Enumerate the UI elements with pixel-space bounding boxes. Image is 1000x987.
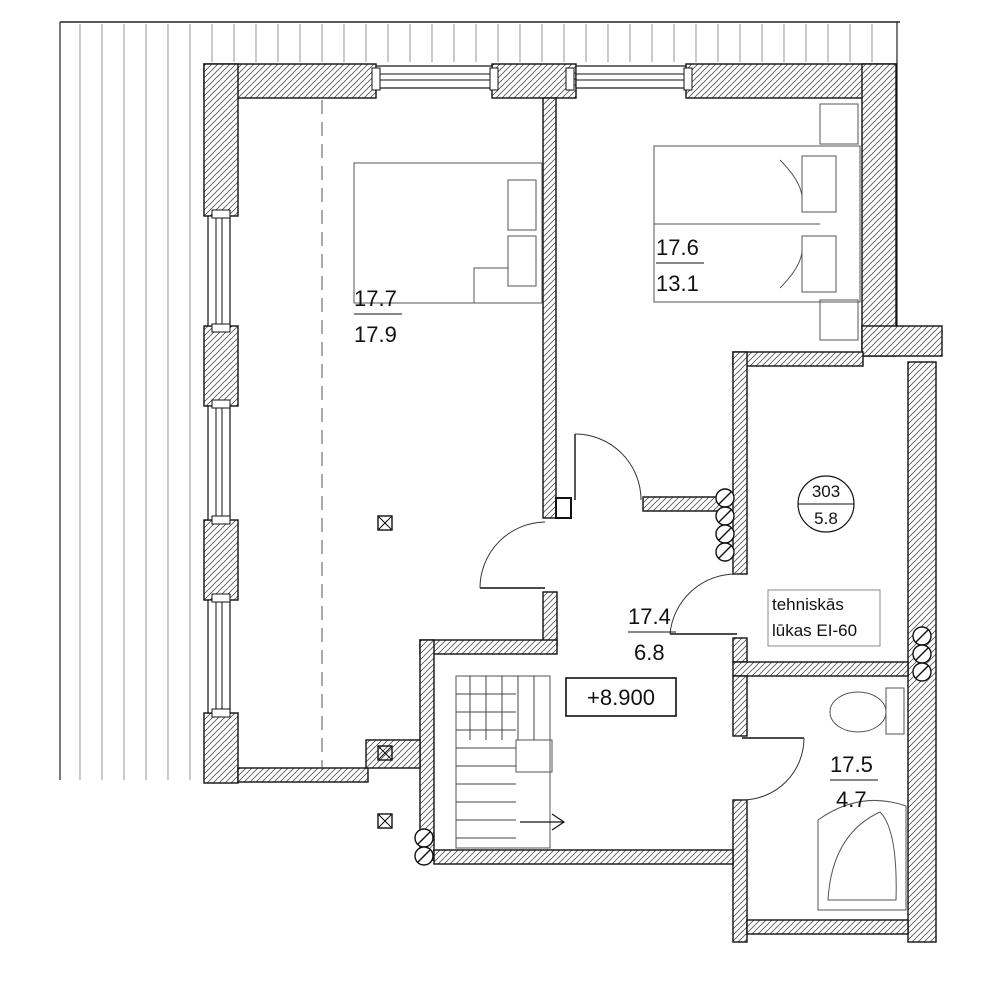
- svg-text:17.4: 17.4: [628, 604, 671, 629]
- bathtub: [817, 800, 907, 911]
- window: [207, 593, 231, 718]
- window: [565, 65, 693, 91]
- door: [741, 737, 805, 801]
- svg-text:17.9: 17.9: [354, 322, 397, 347]
- double-bed: [653, 103, 861, 341]
- svg-text:6.8: 6.8: [634, 640, 665, 665]
- ventilation-shaft-icon: [377, 745, 393, 761]
- svg-text:tehniskās: tehniskās: [772, 595, 844, 614]
- svg-text:17.6: 17.6: [656, 235, 699, 260]
- interior-walls: [365, 97, 937, 943]
- svg-text:13.1: 13.1: [656, 271, 699, 296]
- door: [479, 521, 546, 589]
- svg-text:17.5: 17.5: [830, 752, 873, 777]
- room-label-17-4: 17.4 6.8: [628, 604, 676, 665]
- window: [207, 399, 231, 525]
- room-label-17-5: 17.5 4.7: [830, 752, 878, 812]
- room-label-17-7: 17.7 17.9: [354, 286, 402, 347]
- svg-text:+8.900: +8.900: [587, 685, 655, 710]
- exterior-walls: [203, 63, 943, 784]
- svg-text:5.8: 5.8: [814, 509, 838, 528]
- stair-direction-arrow-icon: [520, 813, 566, 831]
- svg-text:lūkas EI-60: lūkas EI-60: [772, 621, 857, 640]
- svg-text:303: 303: [812, 482, 840, 501]
- ventilation-shaft-icon: [377, 813, 393, 829]
- window: [207, 209, 231, 333]
- door: [574, 433, 642, 501]
- roof-boarding: [59, 21, 900, 780]
- svg-text:4.7: 4.7: [836, 787, 867, 812]
- svg-text:17.7: 17.7: [354, 286, 397, 311]
- technical-room-tag: 303 5.8: [797, 475, 855, 533]
- window: [371, 65, 499, 91]
- room-label-17-6: 17.6 13.1: [656, 235, 704, 296]
- ventilation-shaft-icon: [377, 515, 393, 531]
- level-mark: +8.900: [565, 677, 677, 717]
- toilet: [829, 687, 905, 735]
- door: [669, 573, 738, 635]
- staircase: [455, 675, 566, 849]
- hatch-note: tehniskās lūkas EI-60: [767, 589, 881, 647]
- pipe-riser-icon: [414, 488, 932, 866]
- double-bed: [353, 162, 543, 304]
